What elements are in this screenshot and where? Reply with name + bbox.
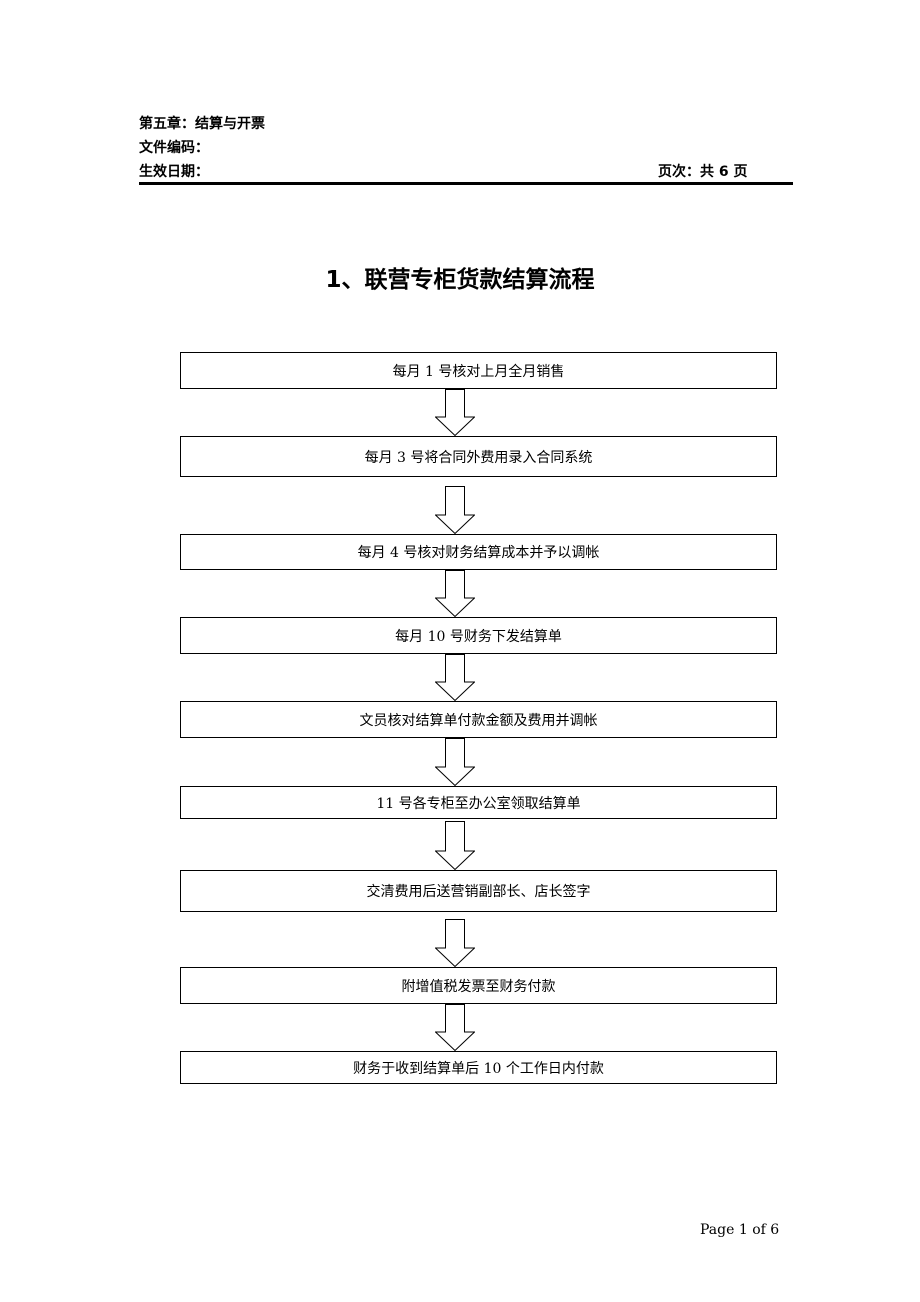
flow-arrow-down-icon xyxy=(435,654,475,701)
flow-step-6: 11 号各专柜至办公室领取结算单 xyxy=(180,786,777,819)
document-code-label: 文件编码： xyxy=(139,140,209,156)
flow-arrow-down-icon xyxy=(435,919,475,967)
flow-step-9: 财务于收到结算单后 10 个工作日内付款 xyxy=(180,1051,777,1084)
flow-step-7: 交清费用后送营销副部长、店长签字 xyxy=(180,870,777,912)
flow-step-1: 每月 1 号核对上月全月销售 xyxy=(180,352,777,389)
flow-arrow-down-icon xyxy=(435,738,475,786)
page-count-label: 页次：共 6 页 xyxy=(658,164,748,180)
effective-date-label: 生效日期： xyxy=(139,164,209,180)
flow-step-3: 每月 4 号核对财务结算成本并予以调帐 xyxy=(180,534,777,570)
flow-arrow-down-icon xyxy=(435,389,475,436)
chapter-title: 第五章：结算与开票 xyxy=(139,116,265,132)
flow-step-5: 文员核对结算单付款金额及费用并调帐 xyxy=(180,701,777,738)
flow-arrow-down-icon xyxy=(435,486,475,534)
page-title: 1、联营专柜货款结算流程 xyxy=(325,267,595,293)
header-divider xyxy=(139,182,793,185)
flow-arrow-down-icon xyxy=(435,1004,475,1051)
page-number: Page 1 of 6 xyxy=(700,1222,780,1238)
flow-step-4: 每月 10 号财务下发结算单 xyxy=(180,617,777,654)
flow-step-8: 附增值税发票至财务付款 xyxy=(180,967,777,1004)
flow-arrow-down-icon xyxy=(435,821,475,870)
flow-step-2: 每月 3 号将合同外费用录入合同系统 xyxy=(180,436,777,477)
flow-arrow-down-icon xyxy=(435,570,475,617)
